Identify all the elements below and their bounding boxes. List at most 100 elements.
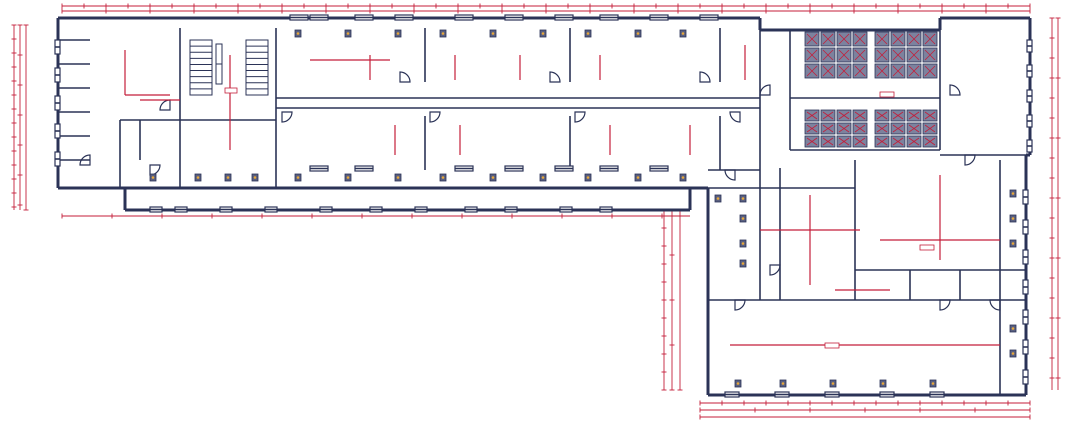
toilet-stall-icon (892, 33, 904, 45)
door-swing-icon (159, 99, 171, 111)
fixture-icon (586, 176, 590, 179)
toilet-stall-icon (854, 124, 866, 133)
fixture-icon (1011, 242, 1015, 245)
fixture-icon (1011, 217, 1015, 220)
toilet-stall-icon (838, 65, 850, 77)
toilet-stall-icon (876, 49, 888, 61)
toilet-stall-icon (876, 33, 888, 45)
toilet-stall-icon (806, 65, 818, 77)
toilet-stall-icon (908, 65, 920, 77)
toilet-stall-icon (876, 65, 888, 77)
toilet-stall-icon (854, 137, 866, 146)
toilet-stall-icon (838, 124, 850, 133)
stair-icon (189, 39, 213, 96)
fixture-icon (741, 197, 745, 200)
toilet-stall-icon (924, 111, 936, 120)
fixture-icon (491, 32, 495, 35)
toilet-stall-icon (806, 124, 818, 133)
toilet-stall-icon (892, 49, 904, 61)
fixture-icon (491, 176, 495, 179)
toilet-stall-icon (908, 137, 920, 146)
fixture-icon (716, 197, 720, 200)
door-swing-icon (964, 154, 976, 166)
toilet-stall-icon (804, 31, 938, 148)
fixture-icon (636, 32, 640, 35)
fixture-icon (541, 32, 545, 35)
toilet-stall-icon (924, 137, 936, 146)
door-swing-icon (549, 71, 561, 83)
fixture-icon (586, 32, 590, 35)
fixture-icon (396, 32, 400, 35)
toilet-stall-icon (838, 137, 850, 146)
toilet-stall-icon (892, 111, 904, 120)
fixture-icon (931, 382, 935, 385)
fixture-icon (196, 176, 200, 179)
toilet-stall-icon (924, 33, 936, 45)
toilet-stall-icon (806, 49, 818, 61)
fixture-icon (151, 176, 155, 179)
fixture-icon (781, 382, 785, 385)
fixture-icon (831, 382, 835, 385)
toilet-stall-icon (838, 49, 850, 61)
toilet-stall-icon (892, 65, 904, 77)
door-swing-icon (759, 84, 771, 96)
toilet-stall-icon (822, 111, 834, 120)
door-swing-icon (399, 71, 411, 83)
fixture-icon (441, 32, 445, 35)
toilet-stall-icon (838, 33, 850, 45)
door-swing-icon (429, 111, 441, 123)
fixture-icon (541, 176, 545, 179)
door-swing-icon (724, 169, 736, 181)
door-swing-icon (939, 299, 951, 311)
toilet-stall-icon (854, 111, 866, 120)
door-swing-icon (989, 299, 1001, 311)
door-swing-icon (281, 111, 293, 123)
toilet-stall-icon (806, 111, 818, 120)
door-swing-icon (769, 264, 781, 276)
fixture-icon (396, 176, 400, 179)
toilet-stall-icon (822, 49, 834, 61)
toilet-stall-icon (806, 137, 818, 146)
stair-icon (245, 39, 269, 96)
fixture-icon (681, 176, 685, 179)
fixture-icon (346, 176, 350, 179)
fixture-icon (741, 262, 745, 265)
fixture-icon (149, 29, 1017, 388)
red-annotation-box (919, 244, 935, 251)
door-swing-icon (574, 111, 586, 123)
fixture-icon (681, 32, 685, 35)
fixture-icon (1011, 192, 1015, 195)
toilet-stall-icon (924, 65, 936, 77)
door-swing-icon (734, 299, 746, 311)
door-swing-icon (79, 154, 91, 166)
fixture-icon (346, 32, 350, 35)
fixture-icon (881, 382, 885, 385)
toilet-stall-icon (838, 111, 850, 120)
fixture-icon (296, 32, 300, 35)
toilet-stall-icon (876, 111, 888, 120)
toilet-stall-icon (924, 124, 936, 133)
red-annotation-box (824, 342, 840, 349)
toilet-stall-icon (892, 124, 904, 133)
dimension-lines (11, 3, 1061, 420)
fixture-icon (226, 176, 230, 179)
toilet-stall-icon (908, 111, 920, 120)
toilet-stall-icon (876, 137, 888, 146)
toilet-stall-icon (854, 49, 866, 61)
toilet-stall-icon (924, 49, 936, 61)
toilet-stall-icon (854, 65, 866, 77)
fixture-icon (253, 176, 257, 179)
red-annotation-lines (124, 45, 1000, 349)
toilet-stall-icon (908, 33, 920, 45)
red-annotation-box (879, 91, 895, 98)
toilet-stall-icon (892, 137, 904, 146)
toilet-stall-icon (908, 124, 920, 133)
fixture-icon (1011, 352, 1015, 355)
fixture-icon (636, 176, 640, 179)
fixture-icon (296, 176, 300, 179)
fixture-icon (441, 176, 445, 179)
door-swing-icon (729, 111, 741, 123)
red-annotation-box (224, 87, 238, 94)
fixture-icon (1011, 327, 1015, 330)
toilet-stall-icon (908, 49, 920, 61)
